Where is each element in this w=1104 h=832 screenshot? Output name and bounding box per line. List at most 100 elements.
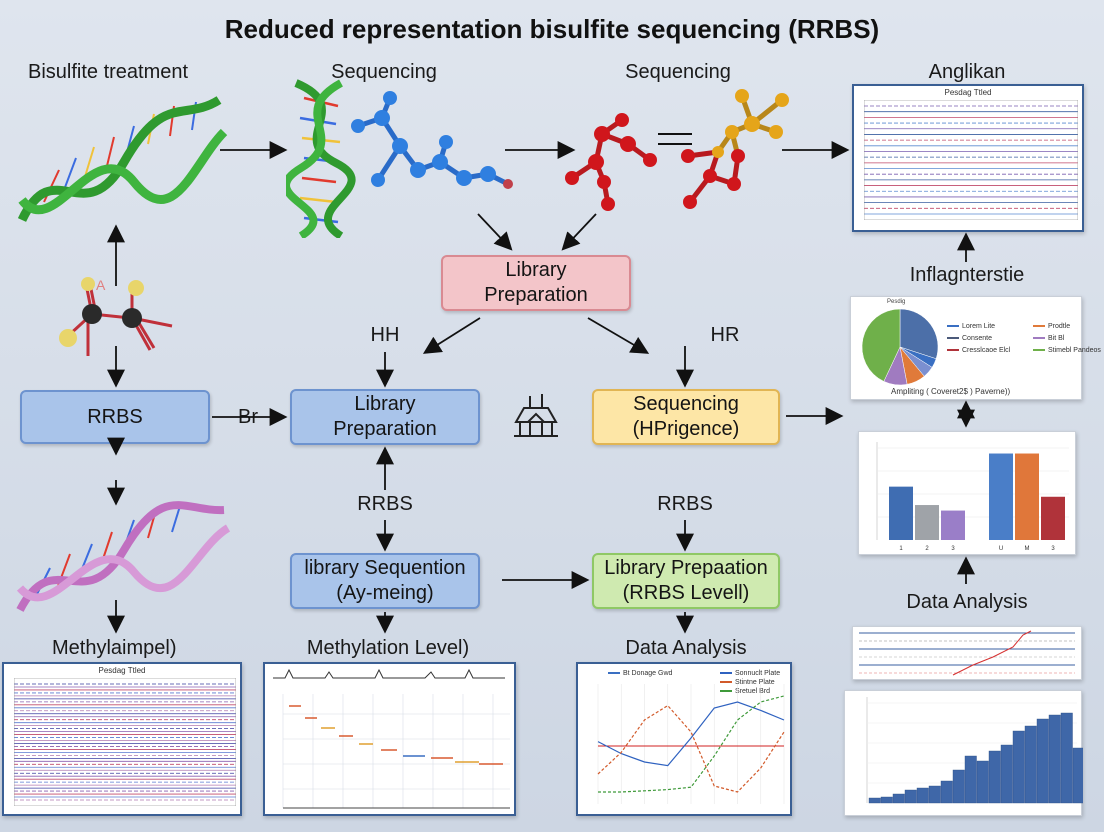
anglikan-chart-panel: Pesdag Ttled bbox=[852, 84, 1084, 232]
bar bbox=[1060, 712, 1073, 804]
label-sequencing-1: Sequencing bbox=[331, 61, 437, 83]
label-anglikan: Anglikan bbox=[928, 61, 1006, 83]
dna-helix-vertical-icon bbox=[286, 79, 356, 238]
bar-tick-label: 3 bbox=[951, 546, 955, 552]
line-chart-legend-main: Bt Donage Gwd bbox=[608, 670, 672, 677]
pie-chart bbox=[861, 308, 939, 386]
label-bisulfite-treatment: Bisulfite treatment bbox=[28, 61, 189, 83]
pie-legend-item: Cresslcaoe Elcl bbox=[947, 347, 1010, 354]
pie-legend-item: Consente bbox=[947, 335, 992, 342]
library-preparation-top-box[interactable]: Library Preparation bbox=[441, 255, 631, 311]
bar-chart-panel: 1 2 3 U M 3 bbox=[858, 431, 1076, 555]
label-data-analysis-right: Data Analysis bbox=[906, 591, 1028, 613]
bar bbox=[1000, 744, 1013, 804]
bar bbox=[1048, 714, 1061, 804]
dna-helix-pink-icon bbox=[16, 501, 231, 612]
series-line bbox=[598, 695, 785, 793]
pie-slice bbox=[861, 308, 901, 382]
dna-helix-green-icon bbox=[17, 96, 228, 222]
bar-tick-label: 3 bbox=[1051, 546, 1055, 552]
library-sequention-line2: (Ay-meing) bbox=[336, 582, 434, 604]
bar bbox=[964, 755, 977, 804]
pie-title: Pesdig bbox=[887, 299, 906, 305]
bar-tick-label: 2 bbox=[925, 546, 929, 552]
bar bbox=[1072, 747, 1083, 804]
arrow-red-to-libprep bbox=[561, 213, 597, 251]
bar bbox=[928, 785, 941, 804]
lab-equipment-icon bbox=[514, 394, 558, 437]
bar-tick-label: 1 bbox=[899, 546, 903, 552]
line-legend-item: Stintne Plate bbox=[720, 679, 775, 686]
bottom-left-chart-title: Pesdag Ttled bbox=[98, 666, 146, 675]
red-molecule-icon bbox=[565, 113, 657, 211]
label-hh: HH bbox=[370, 324, 400, 346]
library-sequention-box[interactable]: library Sequention (Ay-meing) bbox=[290, 553, 480, 609]
small-line-plot bbox=[859, 630, 1075, 676]
label-rrbs-mid: RRBS bbox=[357, 493, 413, 515]
bar-tick-label: M bbox=[1025, 546, 1030, 552]
bar bbox=[1015, 453, 1039, 540]
bar-tick-label: U bbox=[999, 546, 1003, 552]
library-prepaation-box[interactable]: Library Prepaation (RRBS Levell) bbox=[592, 553, 780, 609]
bar bbox=[988, 750, 1001, 804]
bar bbox=[880, 796, 893, 804]
pie-legend-item: Stimebl Pandeos bbox=[1033, 347, 1101, 354]
bar bbox=[952, 769, 965, 804]
bar bbox=[1041, 496, 1065, 540]
label-methylation-level: Methylation Level) bbox=[306, 637, 470, 659]
bar bbox=[976, 760, 989, 804]
library-preparation-mid-line2: Preparation bbox=[333, 418, 437, 440]
library-preparation-mid-box[interactable]: Library Preparation bbox=[290, 389, 480, 445]
equals-icon bbox=[658, 133, 692, 145]
bar bbox=[1036, 718, 1049, 804]
arrow-libprep-to-hr bbox=[587, 317, 650, 354]
label-rrbs-right: RRBS bbox=[657, 493, 713, 515]
line-legend-item: Sonnuclt Plate bbox=[720, 670, 780, 677]
anglikan-line-plot bbox=[864, 100, 1078, 220]
label-hr: HR bbox=[710, 324, 740, 346]
big-bar-chart bbox=[866, 697, 1083, 804]
library-prepaation-line2: (RRBS Levell) bbox=[622, 582, 750, 604]
label-inflagnterstie: Inflagnterstie bbox=[909, 264, 1025, 286]
bar bbox=[916, 787, 929, 804]
methylation-level-plot bbox=[273, 668, 510, 809]
bar bbox=[940, 780, 953, 804]
bar bbox=[889, 486, 913, 540]
bar bbox=[868, 797, 881, 804]
label-data-analysis-bottom: Data Analysis bbox=[625, 637, 747, 659]
anglikan-chart-title: Pesdag Ttled bbox=[944, 88, 992, 97]
small-molecule-icon: A bbox=[59, 277, 173, 356]
series-line bbox=[597, 704, 785, 793]
bar bbox=[892, 793, 905, 804]
bar bbox=[904, 789, 917, 804]
label-sequencing-2: Sequencing bbox=[625, 61, 731, 83]
pie-caption: Ampliting ( Coveret2$ ) Paverne)) bbox=[891, 387, 1011, 396]
label-methylaimpel: Methylaimpel) bbox=[52, 637, 177, 659]
sequencing-box-line2: (HPrigence) bbox=[632, 418, 740, 440]
arrow-libprep-to-hh bbox=[422, 317, 481, 354]
gold-red-molecule-icon bbox=[681, 89, 789, 209]
arrow-blue-to-libprep bbox=[477, 213, 513, 251]
bar-chart-small: 1 2 3 U M 3 bbox=[876, 442, 1069, 552]
page-title: Reduced representation bisulfite sequenc… bbox=[224, 14, 880, 44]
bottom-left-line-plot bbox=[14, 678, 236, 806]
bottom-left-chart-panel: Pesdag Ttled bbox=[2, 662, 242, 816]
pie-legend-item: Lorem Lite bbox=[947, 323, 995, 330]
data-analysis-line-chart bbox=[597, 684, 785, 804]
methylation-level-panel bbox=[263, 662, 516, 816]
pie-legend-item: Prodtle bbox=[1033, 323, 1070, 330]
sequencing-box[interactable]: Sequencing (HPrigence) bbox=[592, 389, 780, 445]
library-prepaation-line1: Library Prepaation bbox=[604, 557, 768, 579]
bar bbox=[941, 510, 965, 540]
bar bbox=[1012, 730, 1025, 804]
pie-legend-item: Bit Bl bbox=[1033, 335, 1064, 342]
bar bbox=[1024, 725, 1037, 804]
pie-slice bbox=[899, 308, 939, 360]
sequencing-box-line1: Sequencing bbox=[633, 393, 739, 415]
blue-molecule-icon bbox=[351, 91, 513, 189]
line-legend-item: Sretuel Brd bbox=[720, 688, 770, 695]
bar bbox=[989, 453, 1013, 540]
